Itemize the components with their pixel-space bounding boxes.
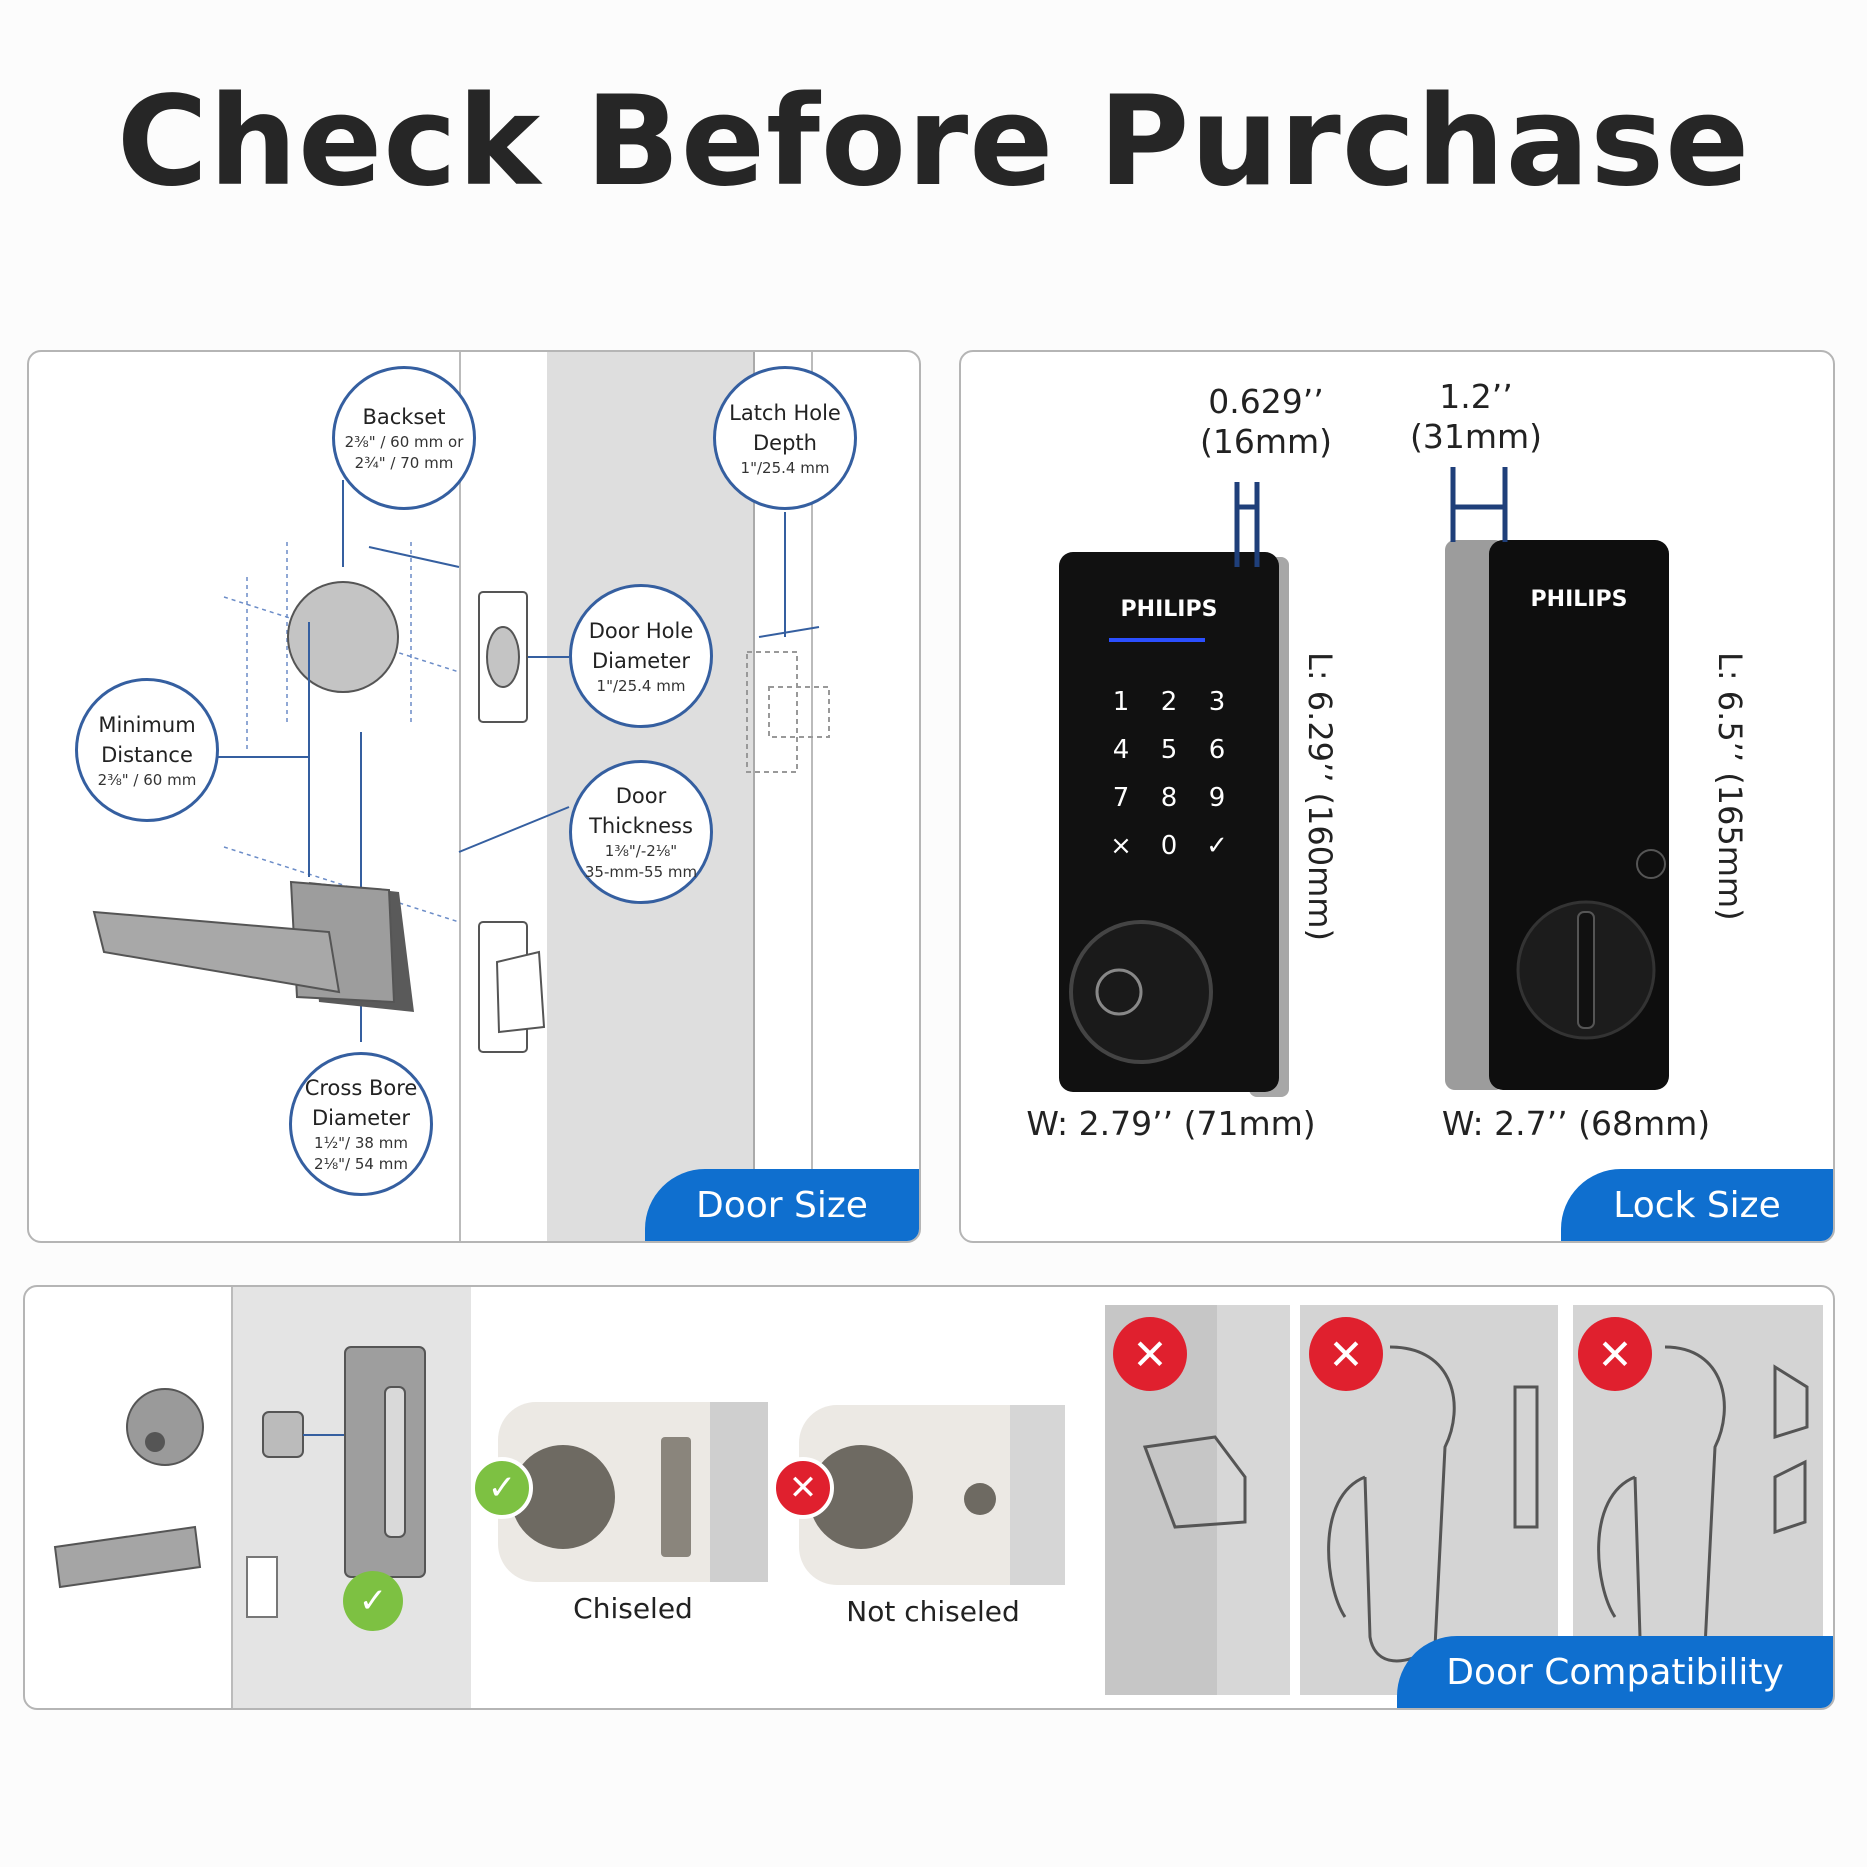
lock-size-tag: Lock Size xyxy=(1561,1169,1833,1241)
chiseled-caption: Chiseled xyxy=(573,1592,693,1625)
door-hole-bubble: Door Hole Diameter 1"/25.4 mm xyxy=(569,584,713,728)
key-cancel: × xyxy=(1110,831,1132,861)
min-distance-label-1: Minimum xyxy=(98,712,196,737)
thickness-bubble: Door Thickness 1⅜"/-2⅛" 35-mm-55 mm xyxy=(569,760,713,904)
back-depth-mm: (31mm) xyxy=(1409,417,1543,456)
incompatible-cross-icon-3: ✕ xyxy=(1578,1317,1652,1391)
key-2: 2 xyxy=(1160,687,1178,717)
face-bore-shape xyxy=(287,581,399,693)
key-confirm: ✓ xyxy=(1206,831,1228,861)
keypad: 1 2 3 4 5 6 7 8 9 × 0 ✓ xyxy=(1097,687,1241,861)
lock-size-panel: 0.629’’ (16mm) 1.2’’ (31mm) PHILIPS PHIL… xyxy=(959,350,1835,1243)
cross-bore-value-2: 2⅛"/ 54 mm xyxy=(314,1155,408,1173)
key-1: 1 xyxy=(1112,687,1130,717)
door-hole-value: 1"/25.4 mm xyxy=(596,676,686,695)
thickness-label-2: Thickness xyxy=(589,814,693,838)
page-title: Check Before Purchase xyxy=(116,70,1751,214)
front-depth-inch: 0.629’’ xyxy=(1208,382,1324,421)
backset-value-1: 2⅜" / 60 mm or xyxy=(344,433,464,451)
key-7: 7 xyxy=(1112,783,1130,813)
lock-drawing xyxy=(1059,467,1669,1097)
cross-bore-value-1: 1½"/ 38 mm xyxy=(314,1134,408,1152)
latch-depth-value: 1"/25.4 mm xyxy=(740,458,830,477)
ok-check-icon: ✓ xyxy=(343,1571,403,1631)
door-hole-label-2: Diameter xyxy=(591,648,691,673)
key-3: 3 xyxy=(1208,687,1226,717)
cross-bore-bubble: Cross Bore Diameter 1½"/ 38 mm 2⅛"/ 54 m… xyxy=(289,1052,433,1196)
key-0: 0 xyxy=(1160,831,1178,861)
latch-depth-bubble: Latch Hole Depth 1"/25.4 mm xyxy=(713,366,857,510)
min-distance-label-2: Distance xyxy=(101,742,193,767)
chiseled-check-icon: ✓ xyxy=(471,1457,533,1519)
front-width: W: 2.79’’ (71mm) xyxy=(1026,1104,1316,1143)
door-size-tag: Door Size xyxy=(645,1169,919,1241)
back-width: W: 2.7’’ (68mm) xyxy=(1441,1104,1711,1143)
latch-depth-label-1: Latch Hole xyxy=(729,400,841,425)
latch-depth-label-2: Depth xyxy=(753,430,817,455)
thickness-value-2: 35-mm-55 mm xyxy=(584,863,698,881)
door-compat-panel: ✓ ✓ ✕ ✕ ✕ ✕ Chiseled Not chiseled Door C… xyxy=(23,1285,1835,1710)
incompatible-cross-icon-2: ✕ xyxy=(1309,1317,1383,1391)
key-4: 4 xyxy=(1112,735,1130,765)
back-length: L: 6.5’’ (165mm) xyxy=(1711,652,1749,921)
thickness-label-1: Door xyxy=(615,784,667,808)
cross-bore-label-2: Diameter xyxy=(311,1106,411,1130)
door-hole-label-1: Door Hole xyxy=(588,618,694,643)
key-9: 9 xyxy=(1208,783,1226,813)
back-depth: 1.2’’ (31mm) xyxy=(1381,377,1571,457)
backset-label: Backset xyxy=(362,405,446,429)
backset-value-2: 2¾" / 70 mm xyxy=(354,454,454,472)
not-chiseled-cross-icon: ✕ xyxy=(772,1457,834,1519)
min-distance-value: 2⅜" / 60 mm xyxy=(97,770,197,789)
front-length: L: 6.29’’ (160mm) xyxy=(1301,652,1339,941)
incompatible-cross-icon-1: ✕ xyxy=(1113,1317,1187,1391)
door-size-panel: Backset 2⅜" / 60 mm or 2¾" / 70 mm Latch… xyxy=(27,350,921,1243)
not-chiseled-caption: Not chiseled xyxy=(846,1595,1020,1628)
key-6: 6 xyxy=(1208,735,1226,765)
front-brand-logo: PHILIPS xyxy=(1120,597,1218,622)
front-depth-mm: (16mm) xyxy=(1199,422,1333,461)
backset-bubble: Backset 2⅜" / 60 mm or 2¾" / 70 mm xyxy=(332,366,476,510)
front-depth: 0.629’’ (16mm) xyxy=(1171,382,1361,462)
key-5: 5 xyxy=(1160,735,1178,765)
back-brand-logo: PHILIPS xyxy=(1530,587,1628,612)
cross-bore-label-1: Cross Bore xyxy=(304,1076,418,1100)
min-distance-bubble: Minimum Distance 2⅜" / 60 mm xyxy=(75,678,219,822)
back-depth-inch: 1.2’’ xyxy=(1439,377,1513,416)
door-compat-tag: Door Compatibility xyxy=(1397,1636,1833,1708)
thickness-value-1: 1⅜"/-2⅛" xyxy=(604,842,678,860)
key-8: 8 xyxy=(1160,783,1178,813)
